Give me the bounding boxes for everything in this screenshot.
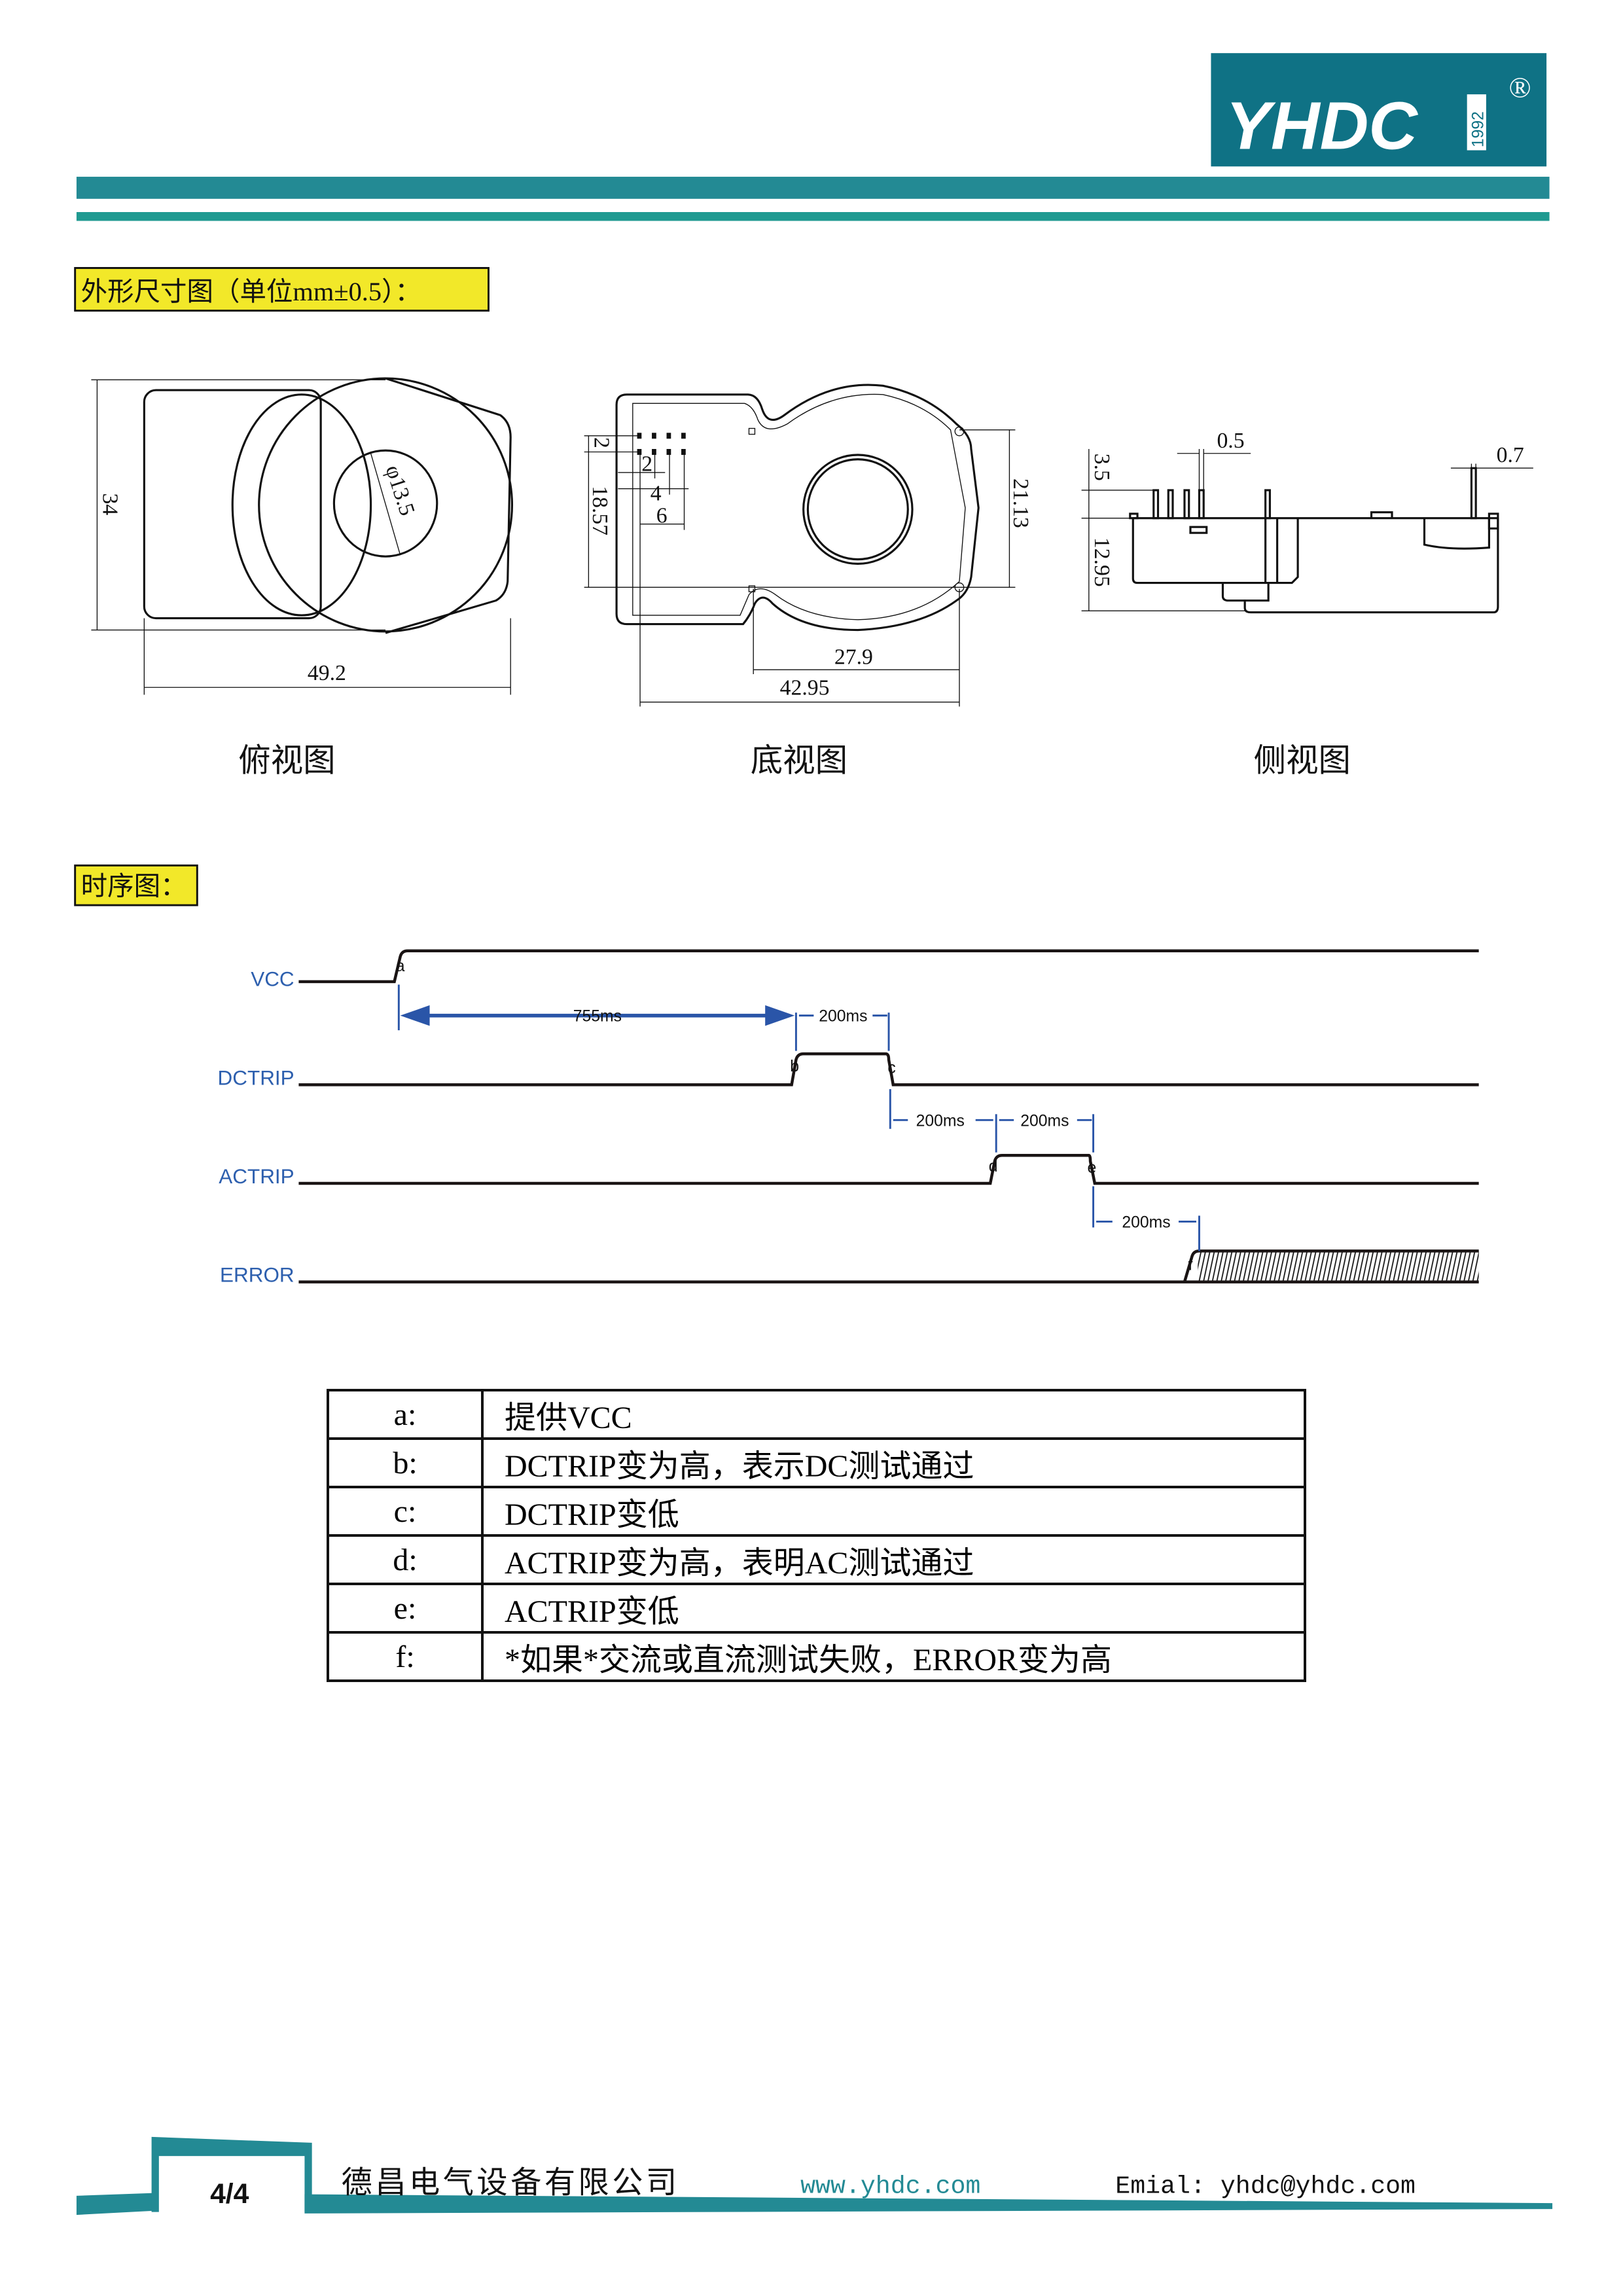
dim-height-21-13: 21.13 [1008, 478, 1033, 528]
event-key: e: [327, 1583, 484, 1634]
event-b: b [790, 1058, 799, 1075]
event-key: d: [327, 1534, 484, 1585]
table-row: a:提供VCC [327, 1389, 1306, 1440]
signal-label-actrip: ACTRIP [219, 1165, 294, 1188]
signal-label-dctrip: DCTRIP [218, 1066, 294, 1089]
logo-text: YHDC [1226, 87, 1418, 163]
dctrip-waveform [298, 1052, 1479, 1086]
event-key: f: [327, 1631, 484, 1682]
event-key: c: [327, 1486, 484, 1537]
footer-decoration [76, 2136, 1553, 2230]
page-number: 4/4 [210, 2178, 249, 2210]
yhdc-logo: YHDC 1992 ® [1211, 53, 1547, 167]
registered-mark: ® [1509, 71, 1531, 104]
interval-c-to-d: 200ms [916, 1112, 965, 1130]
dim-width-27-9: 27.9 [834, 645, 873, 669]
interval-755ms: 755ms [573, 1008, 622, 1026]
vcc-waveform [298, 949, 1479, 984]
table-row: b:DCTRIP变为高，表示DC测试通过 [327, 1437, 1306, 1488]
dim-body-height: 12.95 [1090, 537, 1114, 587]
event-description: DCTRIP变为高，表示DC测试通过 [481, 1437, 1306, 1488]
event-f: f [1188, 1257, 1193, 1274]
event-description: DCTRIP变低 [481, 1486, 1306, 1537]
dim-pin-length: 3.5 [1090, 454, 1114, 481]
dim-pin-pitch: 2 [641, 452, 652, 476]
side-view-caption: 侧视图 [1254, 742, 1351, 778]
table-row: c:DCTRIP变低 [327, 1486, 1306, 1537]
dim-pin-width-0-5: 0.5 [1217, 429, 1244, 453]
table-row: f:*如果*交流或直流测试失败，ERROR变为高 [327, 1631, 1306, 1682]
header-bar-thin [76, 212, 1550, 221]
timing-event-table: a:提供VCC b:DCTRIP变为高，表示DC测试通过 c:DCTRIP变低 … [327, 1389, 1306, 1682]
side-view-drawing [1081, 449, 1533, 614]
dim-pin-span-4: 4 [651, 482, 662, 506]
svg-text:外形尺寸图（单位mm±0.5）：: 外形尺寸图（单位mm±0.5）： [81, 277, 421, 306]
dim-pin-width-0-7: 0.7 [1497, 443, 1524, 467]
dimensions-section-title: 外形尺寸图（单位mm±0.5）： [74, 266, 490, 312]
bottom-view-drawing [584, 384, 1016, 707]
event-description: ACTRIP变低 [481, 1583, 1306, 1634]
interval-e-to-f: 200ms [1122, 1213, 1170, 1231]
website-link[interactable]: www.yhdc.com [800, 2172, 980, 2200]
signal-label-vcc: VCC [251, 968, 294, 991]
dim-height-18-57: 18.57 [588, 486, 612, 535]
table-row: e:ACTRIP变低 [327, 1583, 1306, 1634]
event-c: c [887, 1059, 895, 1077]
interval-markers [397, 984, 1200, 1251]
header-bar [76, 177, 1550, 199]
event-description: *如果*交流或直流测试失败，ERROR变为高 [481, 1631, 1306, 1682]
event-d: d [989, 1158, 998, 1175]
top-view-caption: 俯视图 [238, 742, 335, 778]
dim-pin-row-gap: 2 [589, 437, 613, 448]
signal-label-error: ERROR [220, 1264, 294, 1287]
dim-top-width: 49.2 [308, 661, 346, 685]
timing-section-title: 时序图： [74, 864, 198, 906]
email-contact[interactable]: Emial: yhdc@yhdc.com [1115, 2172, 1416, 2200]
event-description: ACTRIP变为高，表明AC测试通过 [481, 1534, 1306, 1585]
interval-actrip-high: 200ms [1020, 1112, 1069, 1130]
event-a: a [396, 958, 405, 975]
event-key: a: [327, 1389, 484, 1440]
event-e: e [1087, 1159, 1096, 1177]
event-description: 提供VCC [481, 1389, 1306, 1440]
table-row: d:ACTRIP变为高，表明AC测试通过 [327, 1534, 1306, 1585]
company-name: 德昌电气设备有限公司 [342, 2166, 680, 2200]
bottom-view-caption: 底视图 [751, 742, 847, 778]
logo-year: 1992 [1469, 111, 1487, 147]
error-hatched-region [1198, 1251, 1479, 1282]
actrip-waveform [298, 1153, 1479, 1185]
dim-pin-span-6: 6 [656, 503, 668, 528]
interval-dctrip-high: 200ms [819, 1008, 867, 1026]
dim-top-height: 34 [98, 493, 122, 515]
event-key: b: [327, 1437, 484, 1488]
dim-top-hole: φ13.5 [380, 462, 419, 518]
svg-text:时序图：: 时序图： [81, 871, 187, 901]
top-view-drawing [91, 377, 514, 695]
dim-width-42-95: 42.95 [780, 675, 830, 700]
